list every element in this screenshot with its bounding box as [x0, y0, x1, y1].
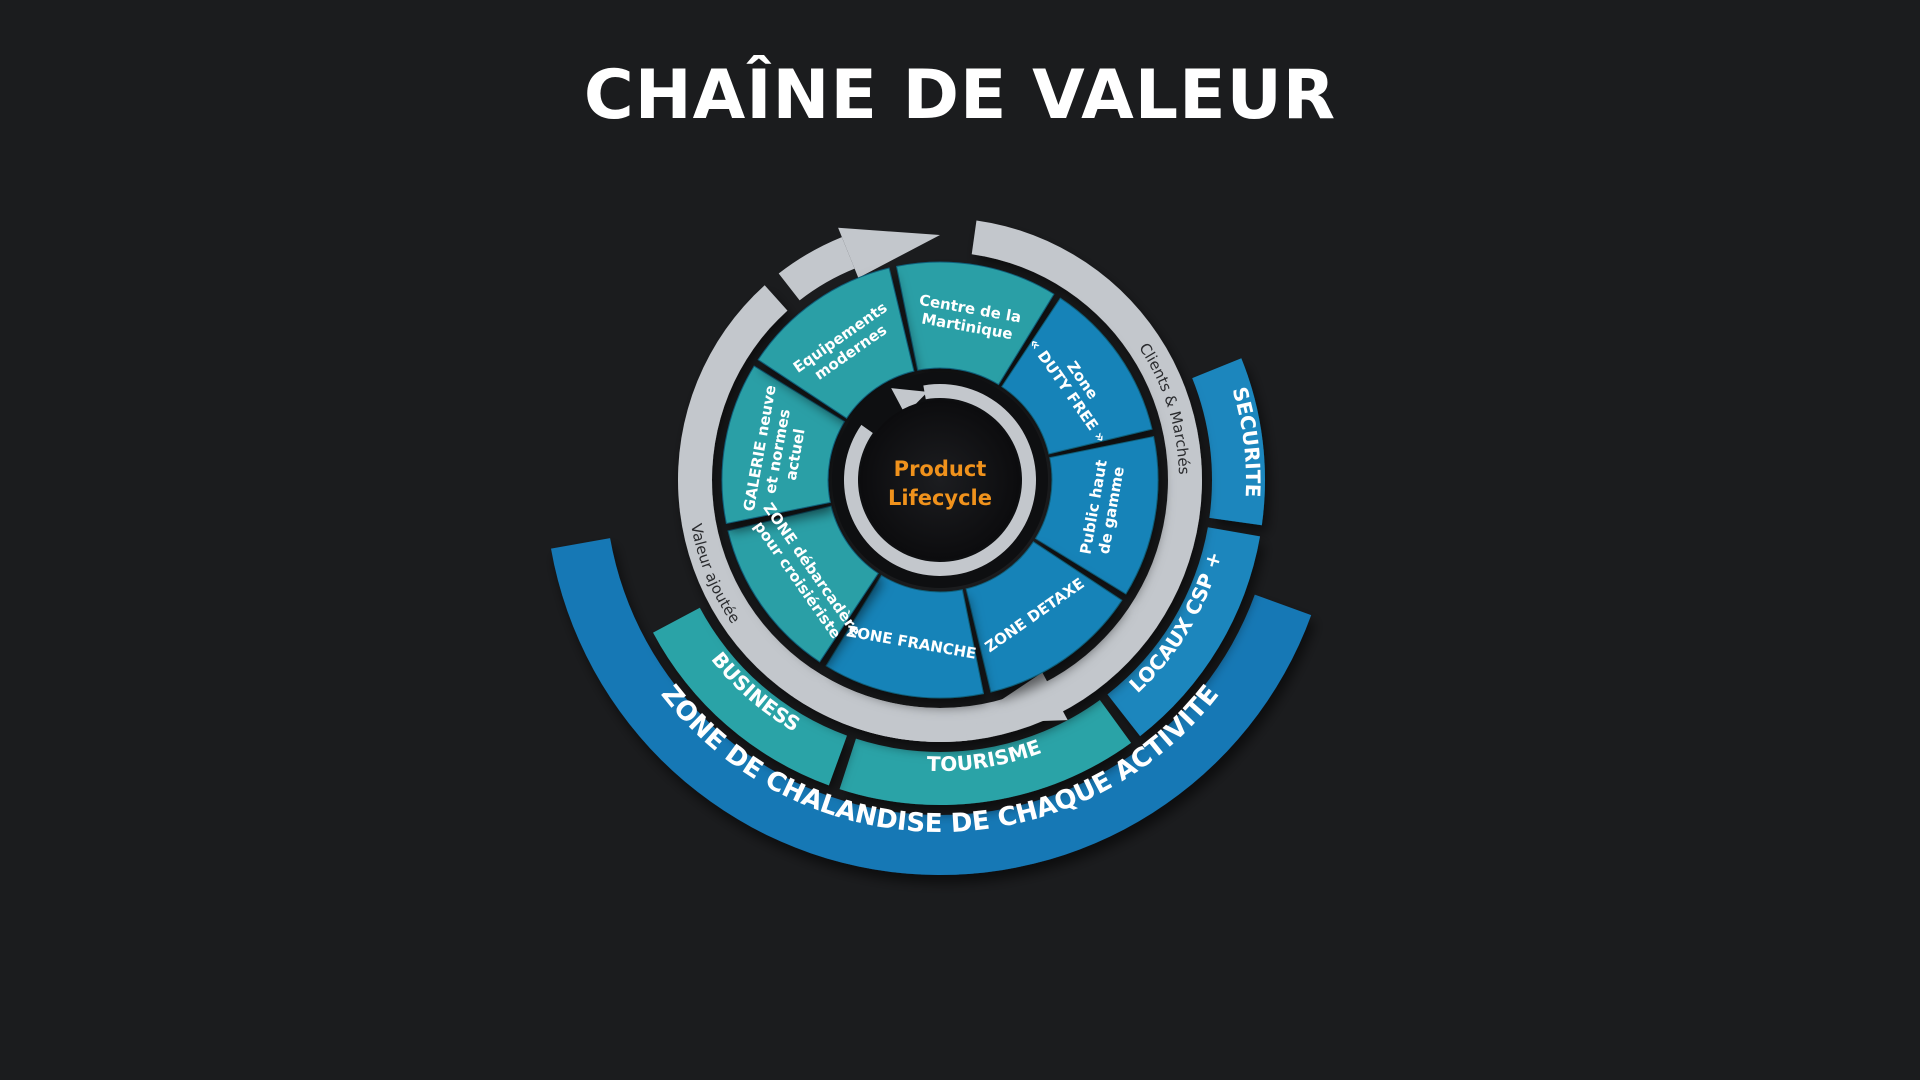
center-label-product: Product: [894, 457, 987, 481]
center-cycle-arrowhead: [891, 388, 928, 415]
segment-duty-free: [1001, 297, 1153, 455]
center-core: [860, 400, 1020, 560]
segment-public-haut-de-gamme-label: Public hautde gamme: [1076, 459, 1128, 559]
segment-centre-martinique: [895, 261, 1055, 386]
segment-zone-debarcadere: [727, 505, 879, 663]
segment-zone-detaxe: [965, 541, 1123, 693]
band-locaux: [1107, 527, 1261, 737]
cycle-arrowhead-bottom: [965, 672, 1068, 724]
segment-public-haut-de-gamme: [1034, 435, 1159, 595]
band-tourisme: [839, 700, 1132, 805]
cycle-ring-top-tail: [778, 237, 855, 301]
segment-equipements: [757, 267, 915, 419]
band-securite: [1192, 358, 1265, 526]
outer-zone-band: [551, 538, 1312, 875]
center-label-lifecycle: Lifecycle: [888, 486, 992, 510]
segment-galerie: [721, 365, 846, 525]
cycle-arrowhead-top: [838, 227, 940, 278]
segment-zone-franche: [825, 574, 985, 699]
band-business: [653, 607, 847, 786]
page-title: CHAÎNE DE VALEUR: [583, 56, 1337, 135]
cycle-ring-bottom-section: [793, 669, 968, 742]
